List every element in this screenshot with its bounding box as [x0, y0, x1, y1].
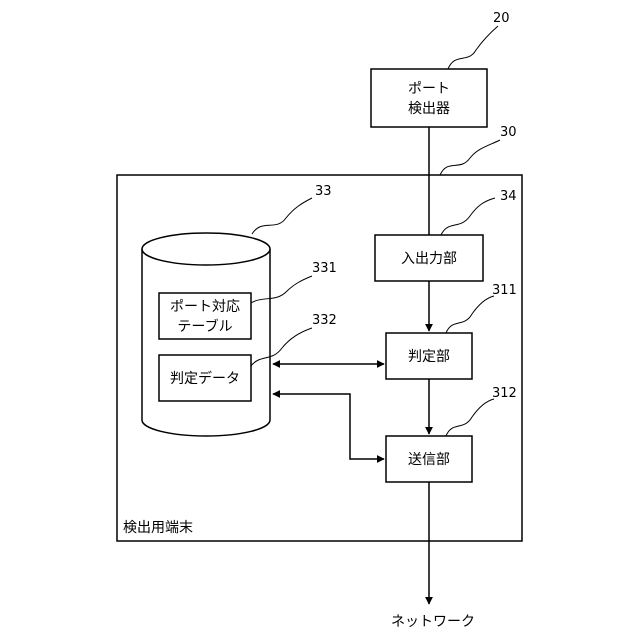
- storage-ref: 33: [315, 184, 332, 199]
- terminal-ref-leader: [440, 140, 500, 175]
- io-unit-ref: 34: [500, 189, 517, 204]
- network-label: ネットワーク: [391, 614, 475, 630]
- port-detector-line1: ポート: [408, 81, 450, 97]
- send-unit-ref: 312: [492, 386, 517, 401]
- send-unit-label: 送信部: [408, 452, 450, 468]
- port-table-line2: テーブル: [177, 318, 232, 335]
- terminal-label: 検出用端末: [123, 520, 193, 536]
- port-detector-ref: 20: [493, 11, 510, 26]
- terminal-ref: 30: [500, 125, 517, 140]
- judge-unit-label: 判定部: [408, 349, 450, 365]
- port-table-ref: 331: [312, 261, 337, 276]
- port-table-line1: ポート対応: [170, 299, 240, 315]
- io-unit-label: 入出力部: [401, 251, 457, 267]
- port-detector-line2: 検出器: [408, 101, 450, 117]
- port-detector-ref-leader: [448, 26, 498, 69]
- port-detector-box: [371, 69, 487, 127]
- judge-data-ref: 332: [312, 313, 337, 328]
- judge-unit-ref: 311: [492, 283, 517, 298]
- judge-data-label: 判定データ: [170, 370, 240, 387]
